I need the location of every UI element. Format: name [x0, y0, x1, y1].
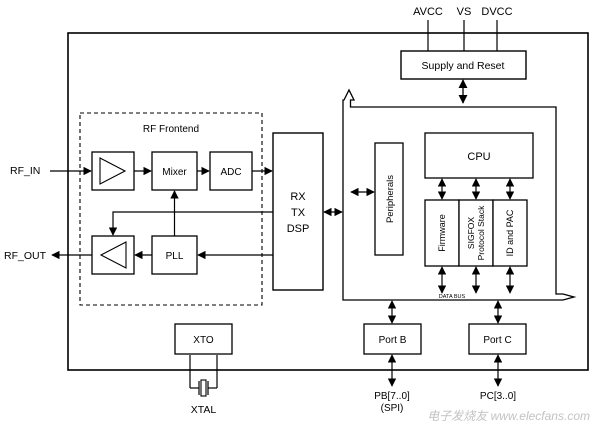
data-bus-label: DATA BUS: [439, 294, 466, 300]
firmware-block: [424, 199, 460, 267]
id-pac-block: [492, 199, 528, 267]
xtal-label: XTAL: [191, 404, 217, 416]
port-b-label: Port B: [379, 335, 407, 346]
lna-triangle-icon: [99, 157, 127, 185]
pa-block: [91, 235, 135, 275]
crystal-icon: [189, 355, 218, 397]
cpu-label: CPU: [467, 151, 490, 163]
lna-block: [91, 151, 135, 191]
power-pins: AVCC VS DVCC: [413, 6, 513, 51]
rf-in-label: RF_IN: [10, 165, 40, 177]
adc-block: [209, 151, 253, 191]
chip-outline: [67, 32, 589, 371]
port-c-label: Port C: [483, 335, 511, 346]
adc-label: ADC: [220, 167, 241, 178]
mixer-label: Mixer: [162, 167, 187, 178]
watermark: 电子发烧友 www.elecfans.com: [427, 409, 590, 423]
supply-reset-block: [400, 50, 527, 80]
pb-label-1: PB[7..0]: [374, 391, 410, 402]
supply-reset-label: Supply and Reset: [422, 60, 505, 72]
sigfox-label-1: SIGFOX: [466, 217, 476, 249]
xto-label: XTO: [193, 335, 214, 346]
sigfox-block: [458, 199, 494, 267]
mixer-block: [151, 151, 198, 191]
tx-label: TX: [291, 207, 306, 219]
pa-triangle-icon: [99, 241, 127, 269]
pc-label: PC[3..0]: [480, 391, 516, 402]
id-pac-label: ID and PAC: [505, 209, 515, 256]
cpu-block: [424, 132, 534, 179]
sigfox-label-2: Protocol Stack: [476, 205, 486, 261]
vs-label: VS: [457, 6, 472, 18]
pb-label-2: (SPI): [381, 403, 404, 414]
rf-frontend-box: [79, 112, 263, 306]
xto-block: [174, 323, 233, 355]
data-bus-arrow: [342, 88, 577, 301]
avcc-label: AVCC: [413, 6, 443, 18]
peripherals-label: Peripherals: [385, 175, 396, 223]
rf-out-label: RF_OUT: [4, 250, 47, 262]
pll-label: PLL: [166, 251, 184, 262]
port-b-block: [363, 323, 422, 355]
dvcc-label: DVCC: [481, 6, 512, 18]
peripherals-block: [374, 142, 404, 256]
port-c-block: [468, 323, 527, 355]
rf-frontend-label: RF Frontend: [143, 124, 199, 135]
dsp-label: DSP: [287, 223, 310, 235]
firmware-label: Firmware: [437, 214, 447, 252]
rx-label: RX: [290, 191, 306, 203]
